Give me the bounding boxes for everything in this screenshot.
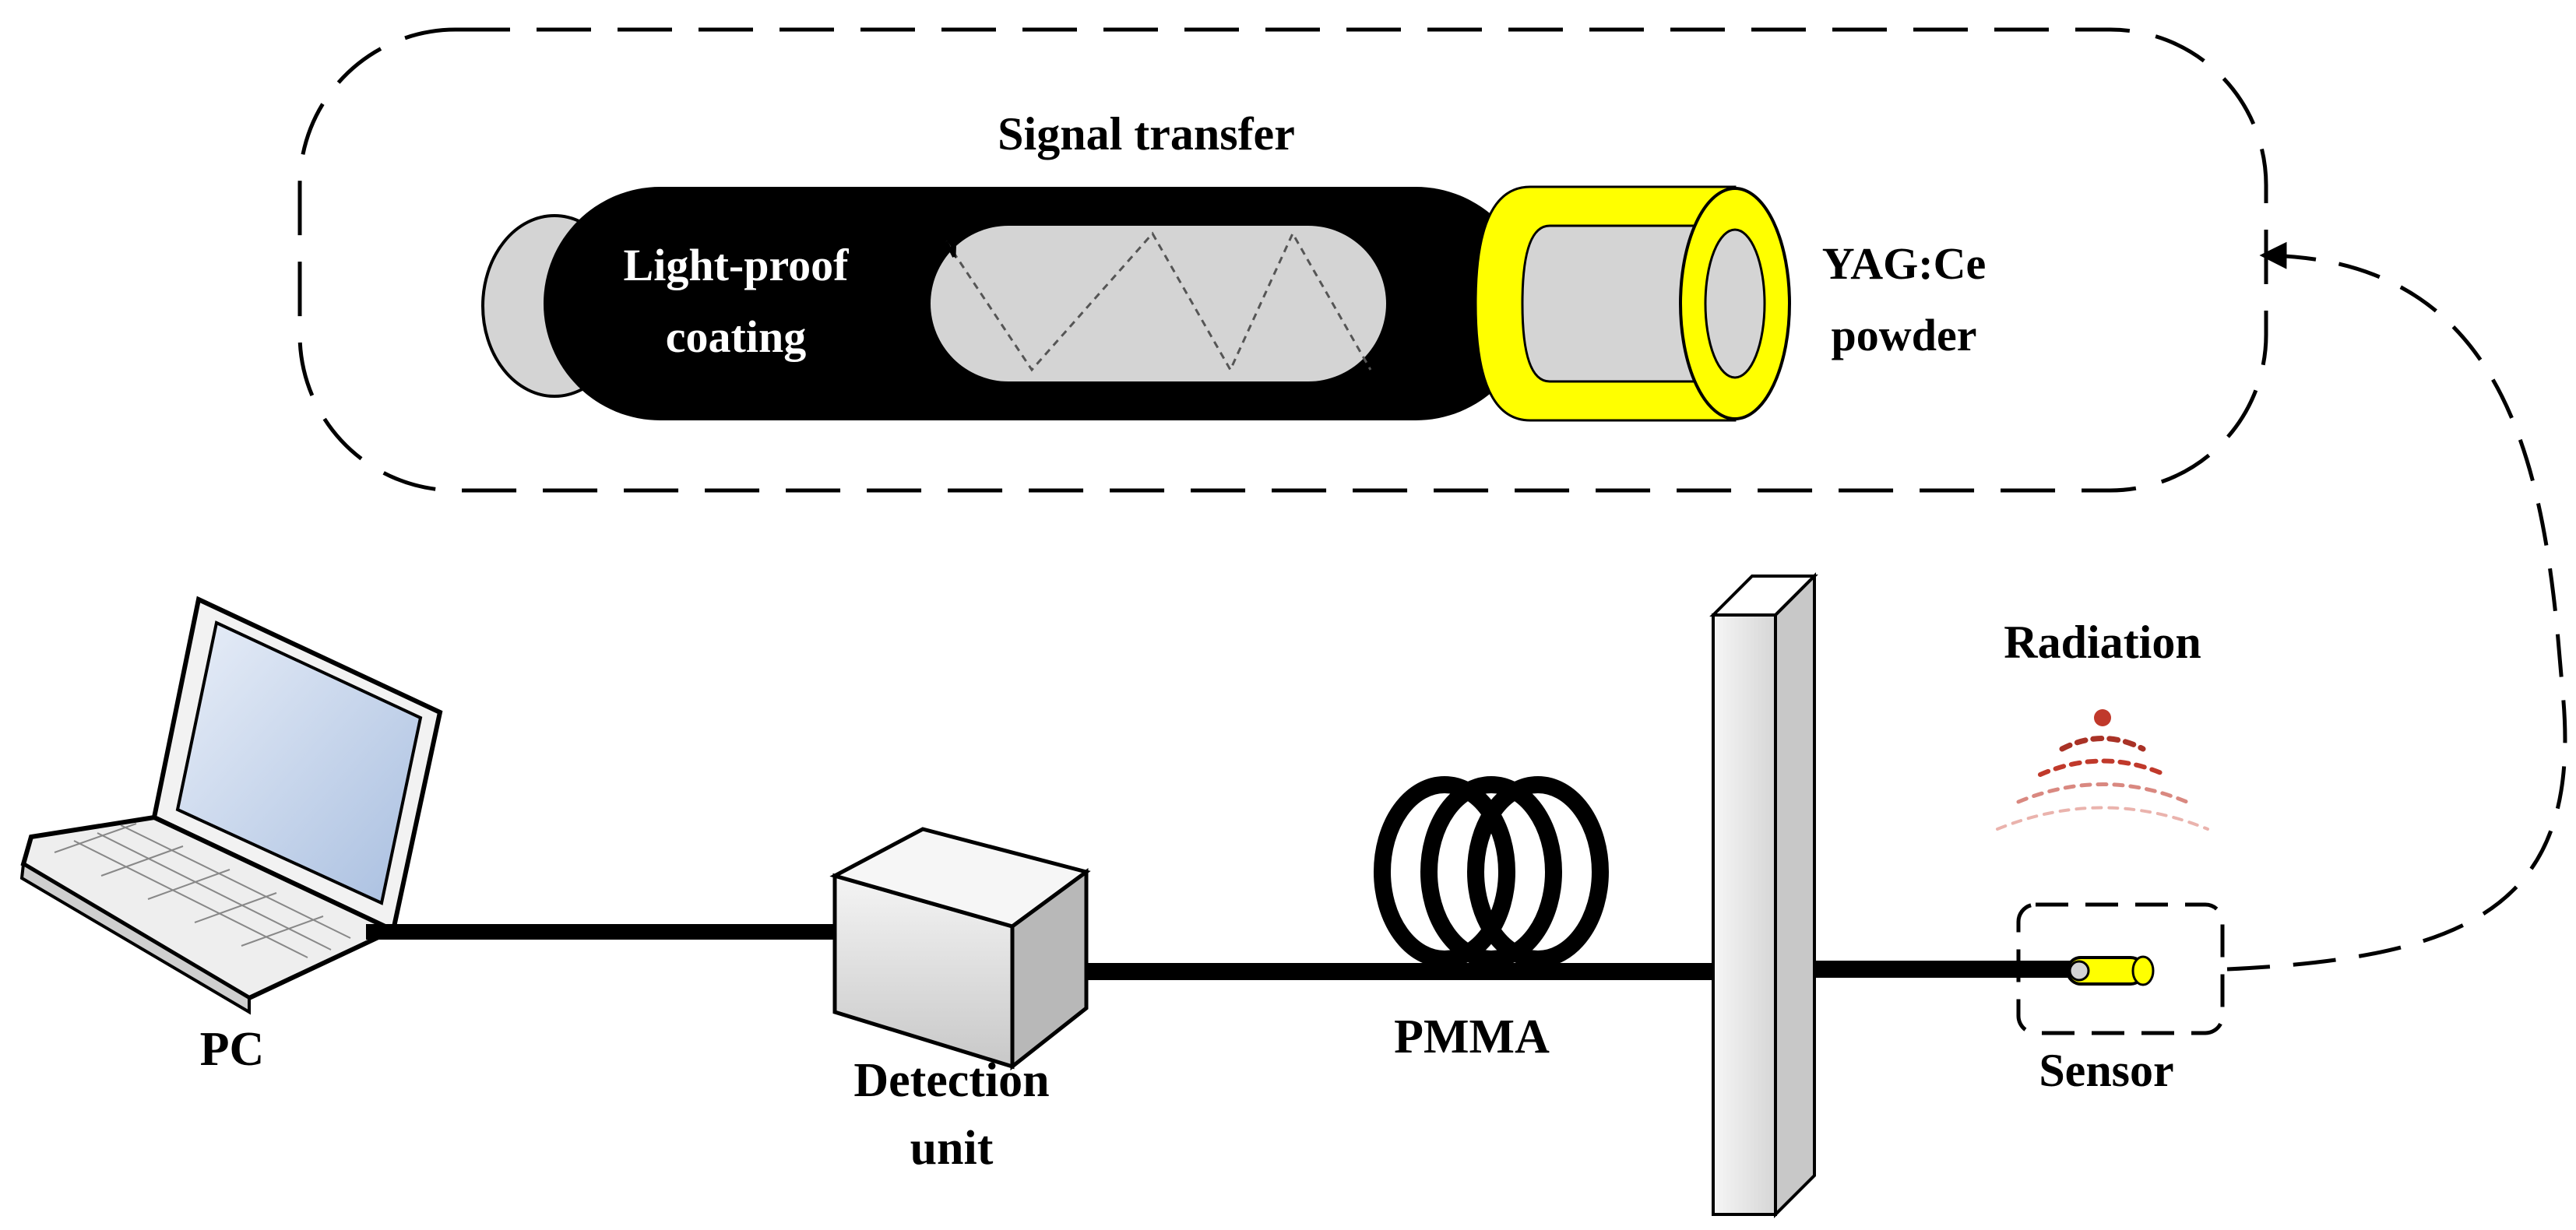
signal-transfer-label: Signal transfer	[998, 108, 1295, 160]
yag-label-line1: YAG:Ce	[1822, 238, 1987, 289]
sensor-probe-icon	[2066, 955, 2155, 986]
pmma-label: PMMA	[1394, 1010, 1550, 1063]
sensor-label: Sensor	[2039, 1045, 2173, 1096]
coating-label-line2: coating	[666, 311, 806, 362]
radiation-source-icon	[1996, 709, 2209, 831]
detection-label-line1: Detection	[853, 1054, 1049, 1107]
radiation-label: Radiation	[2004, 617, 2201, 668]
laptop-icon	[19, 596, 443, 1015]
fiber-cutaway-icon	[481, 185, 1791, 422]
detection-label-line2: unit	[910, 1122, 994, 1175]
yag-label-line2: powder	[1832, 310, 1977, 360]
signal-return-arrow	[2226, 241, 2567, 972]
pc-label: PC	[200, 1023, 265, 1076]
sensor-frame	[2016, 902, 2225, 1035]
fiber-coil-icon	[1374, 776, 1609, 968]
detection-box-icon	[829, 827, 1091, 1071]
shield-wall-icon	[1709, 572, 1818, 1218]
coating-label-line1: Light-proof	[624, 240, 850, 290]
